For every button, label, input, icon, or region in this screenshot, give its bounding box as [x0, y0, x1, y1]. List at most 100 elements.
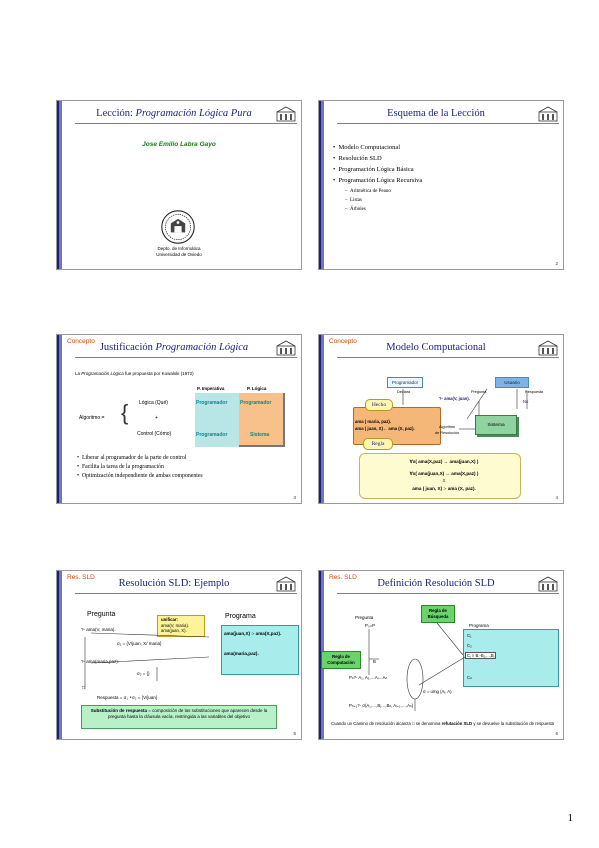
clause-cj-text: Cⱼ ≡ B:-B₁,...,Bⱼ	[465, 652, 497, 659]
slide-title: Definición Resolución SLD	[377, 578, 495, 589]
control-como-label: Control (Cómo)	[137, 431, 172, 437]
page-number: 1	[567, 812, 574, 824]
plus-sign: +	[155, 415, 158, 421]
pregunta-label: Pregunta	[471, 390, 487, 394]
bi-label: B	[373, 659, 376, 664]
regla-computacion-box: Regla de Computación	[321, 651, 361, 669]
formula-2: ∀x( ama(juan,X) ← ama(X,paz) )	[409, 471, 479, 476]
author-name: Jose Emilio Labra Gayo	[142, 141, 216, 148]
university-logo-icon	[538, 340, 558, 356]
unificar-label: unificar:	[161, 617, 178, 622]
programa-header: Programa	[225, 613, 256, 620]
title-divider	[75, 593, 297, 594]
university-seal-icon	[161, 210, 195, 244]
algoritmo-label-2: de Resolución	[435, 431, 460, 435]
university-logo-icon	[276, 106, 296, 122]
sistema-box: Sistema	[475, 415, 517, 435]
program-clause-2: ama(maria,paz).	[224, 651, 259, 656]
derivation-lines	[84, 632, 210, 689]
slide-left-bar	[57, 571, 62, 739]
empty-clause: □	[82, 685, 86, 691]
fact-1: ama ( maria, paz).	[355, 419, 392, 424]
regla-busqueda-line-2: Búsqueda	[427, 614, 449, 619]
respuesta-label: Respuesta	[525, 390, 544, 394]
clause-cn: Cₙ	[467, 675, 472, 680]
university-logo-icon	[276, 340, 296, 356]
query-2: ?- ama(maria,paz).	[81, 659, 120, 664]
subbullet-item: – Listas	[345, 198, 362, 203]
declara-label: Declara	[397, 390, 411, 394]
regla-box: Regla	[363, 438, 393, 450]
sigma-2: σ₂ = {}	[137, 671, 150, 676]
department-line-1: Depto. de Informática	[157, 246, 201, 251]
title-divider	[337, 123, 559, 124]
formula-1: ∀x( ama(X,paz) → ama(juan,X) )	[409, 459, 479, 464]
refutation-footer: Cuando un Camino de resolución alcanza □…	[331, 721, 555, 726]
formula-3: ama ( juan, X) :- ama (X, paz).	[412, 486, 476, 491]
algoritmo-label: Algoritmo =	[79, 415, 105, 421]
slide-title: Modelo Computacional	[386, 342, 486, 353]
resolution-lines	[368, 622, 466, 711]
bullet-item: • Optimización independiente de ambas co…	[77, 473, 203, 479]
column-logica	[239, 393, 285, 447]
title-divider	[75, 123, 297, 124]
regla-busqueda-line-1: Regla de	[429, 608, 447, 613]
usuario-box: Usuario	[495, 377, 529, 388]
slide-number: 3	[293, 495, 296, 500]
programa-label: Programa	[469, 623, 489, 628]
diagram-arrows	[402, 388, 528, 430]
bullet-item: • Resolución SLD	[333, 155, 382, 162]
logica-que-label: Lógica (Qué)	[139, 400, 168, 406]
brace: {	[121, 400, 129, 425]
p0-label: P₀=P	[365, 623, 376, 628]
bullet-item: • Programación Lógica Básica	[333, 166, 414, 173]
university-logo-icon	[538, 106, 558, 122]
column-imperativa	[195, 393, 239, 447]
slide-left-bar	[57, 101, 62, 269]
slide-6: Res. SLD Definición Resolución SLD Regla…	[318, 570, 564, 740]
respuesta-line: Respuesta = σ₁ ∘σ₂ = {V/juan}	[97, 695, 158, 700]
program-clause-1: ama(juan,X) :- ama(X,paz).	[224, 631, 282, 636]
sigma-mgu: σ = umg (Aᵢ, A)	[423, 689, 452, 694]
slide-left-bar	[319, 101, 324, 269]
slide-left-bar	[319, 335, 324, 503]
title-divider	[75, 357, 297, 358]
unificar-term-1: ama(V, maria).	[161, 622, 190, 628]
department-line-2: Universidad de Oviedo	[156, 252, 202, 257]
algoritmo-label-1: Algoritmo	[439, 425, 456, 429]
slide-2: Esquema de la Lección • Modelo Computaci…	[318, 100, 564, 270]
regla-busqueda-box: Regla de Búsqueda	[421, 605, 455, 623]
title-divider	[337, 357, 559, 358]
slide-number: 5	[293, 731, 296, 736]
bullet-item: • Modelo Computacional	[333, 144, 401, 151]
pregunta-header: Pregunta	[87, 611, 116, 618]
slide-title: Resolución SLD: Ejemplo	[118, 578, 230, 589]
clause-c1: C₁	[467, 633, 472, 638]
slide-5: Res. SLD Resolución SLD: Ejemplo Pregunt…	[56, 570, 302, 740]
formula-equiv: ≡	[442, 478, 446, 483]
slide-1: Lección: Programación Lógica Pura Jose E…	[56, 100, 302, 270]
definition-note: Substitución de respuesta = composición …	[81, 705, 277, 729]
slide-title: Esquema de la Lección	[387, 108, 485, 119]
fact-2: ama ( juan, X)← ama (X, paz).	[355, 426, 415, 431]
cell-programador: Programador	[240, 400, 272, 406]
bullet-item: • Programación Lógica Recursiva	[333, 177, 423, 184]
formula-box	[359, 453, 521, 499]
pregunta-label: Pregunta	[355, 615, 374, 620]
pn1-goal: Pₙ₊₁?- σ(A₁,…,Bⱼ…,Bₙ, Aᵢ₊₁,…,Aₙ)	[349, 703, 414, 708]
no-label: No	[523, 399, 529, 404]
subbullet-item: – Árboles	[345, 207, 366, 212]
section-tag: Res. SLD	[329, 574, 357, 581]
section-tag: Concepto	[67, 338, 95, 345]
slide-number: 2	[555, 261, 558, 266]
section-tag: Concepto	[329, 338, 357, 345]
slide-4: Concepto Modelo Computacional Programado…	[318, 334, 564, 504]
column-header-imperativa: P. Imperativa	[197, 386, 225, 391]
university-logo-icon	[276, 576, 296, 592]
column-header-logica: P. Lógica	[247, 386, 267, 391]
slide-title: Justificación Programación Lógica	[99, 342, 249, 353]
slide-title: Lección: Programación Lógica Pura	[96, 108, 252, 119]
hecho-box: Hecho	[365, 399, 393, 411]
title-divider	[337, 593, 559, 594]
slide-number: 6	[555, 731, 558, 736]
